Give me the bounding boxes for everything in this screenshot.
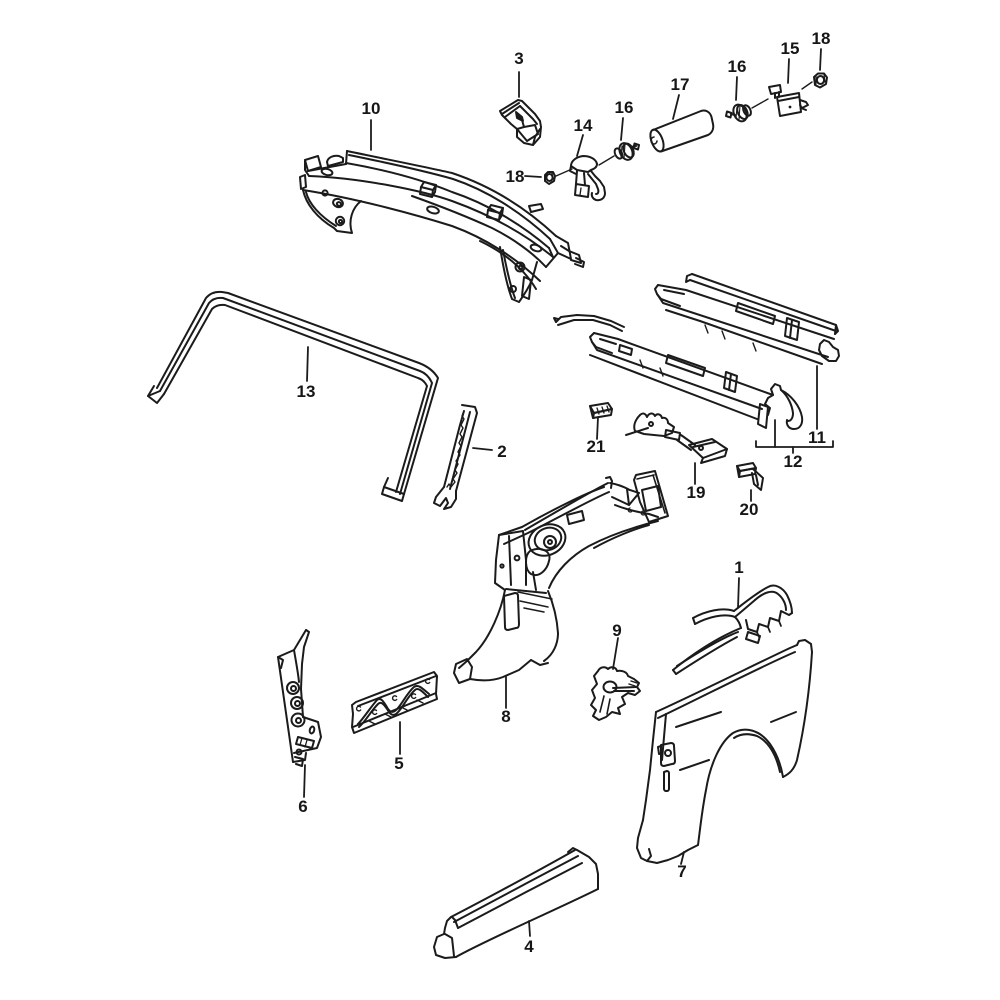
svg-text:21: 21 [587, 437, 606, 456]
svg-text:4: 4 [524, 937, 534, 956]
svg-text:18: 18 [506, 167, 525, 186]
svg-text:20: 20 [740, 500, 759, 519]
svg-text:14: 14 [574, 116, 593, 135]
svg-text:18: 18 [812, 29, 831, 48]
svg-text:8: 8 [501, 707, 510, 726]
svg-text:16: 16 [728, 57, 747, 76]
svg-text:13: 13 [297, 382, 316, 401]
svg-text:17: 17 [671, 75, 690, 94]
svg-text:16: 16 [615, 98, 634, 117]
svg-text:1: 1 [734, 558, 743, 577]
svg-text:10: 10 [362, 99, 381, 118]
svg-text:3: 3 [514, 49, 523, 68]
svg-text:9: 9 [612, 621, 621, 640]
svg-text:6: 6 [298, 797, 307, 816]
svg-text:5: 5 [394, 754, 403, 773]
svg-text:7: 7 [677, 862, 686, 881]
svg-text:2: 2 [497, 442, 506, 461]
svg-text:19: 19 [687, 483, 706, 502]
svg-text:12: 12 [784, 452, 803, 471]
svg-text:11: 11 [808, 428, 826, 447]
svg-text:15: 15 [781, 39, 800, 58]
